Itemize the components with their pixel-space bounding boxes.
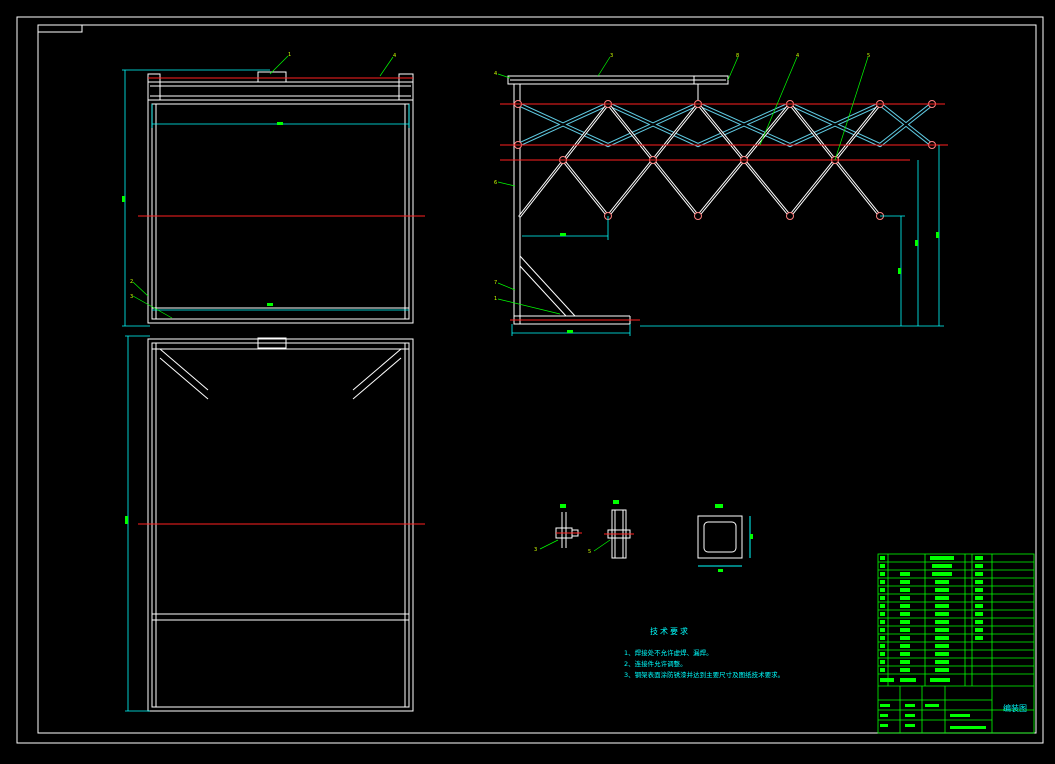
top-view-centerline <box>138 77 425 217</box>
side-view-dim-values <box>125 516 128 524</box>
technical-note-item: 2、连接件允许调整。 <box>624 660 687 668</box>
top-view-dim-values <box>122 122 283 306</box>
drawing-name: 编装图 <box>1003 704 1027 713</box>
part-label: 3 <box>610 53 613 59</box>
technical-notes: 1、焊接处不允许虚焊、漏焊。 2、连接件允许调整。 3、钢架表面涂防锈漆并达到主… <box>624 648 784 681</box>
part-label-group: 1 4 2 3 4 3 8 4 5 6 7 1 3 5 <box>130 52 870 555</box>
top-view-frame <box>147 71 414 324</box>
title-block-fills <box>880 556 986 729</box>
front-view-dim-values <box>560 232 939 333</box>
part-label: 3 <box>130 294 133 300</box>
detail-section-a <box>555 504 582 548</box>
top-view-dimensions <box>122 69 410 327</box>
title-block <box>877 553 1035 734</box>
scissor-arms-inner <box>517 103 933 146</box>
part-label: 1 <box>494 296 497 302</box>
detail-section-b <box>604 500 634 559</box>
technical-note-item: 3、钢架表面涂防锈漆并达到主要尺寸及图纸技术要求。 <box>624 671 785 679</box>
part-label: 1 <box>288 52 291 58</box>
pivot-joints <box>514 100 936 220</box>
part-label: 4 <box>494 71 497 77</box>
part-label: 2 <box>130 279 133 285</box>
front-view-dimensions <box>511 145 944 336</box>
part-label: 5 <box>867 53 870 59</box>
part-label: 4 <box>796 53 799 59</box>
part-label: 4 <box>393 53 396 59</box>
front-view-centerlines <box>500 103 948 321</box>
detail-tube-section <box>697 504 753 572</box>
leader-lines <box>132 55 869 552</box>
technical-notes-title: 技术要求 <box>650 627 690 636</box>
technical-note-item: 1、焊接处不允许虚焊、漏焊。 <box>624 649 713 657</box>
part-label: 5 <box>588 549 591 555</box>
part-label: 6 <box>494 180 497 186</box>
sheet-border <box>16 16 1044 744</box>
part-label: 8 <box>736 53 739 59</box>
side-view-frame <box>147 337 414 712</box>
part-label: 3 <box>534 547 537 553</box>
part-label: 7 <box>494 280 497 286</box>
